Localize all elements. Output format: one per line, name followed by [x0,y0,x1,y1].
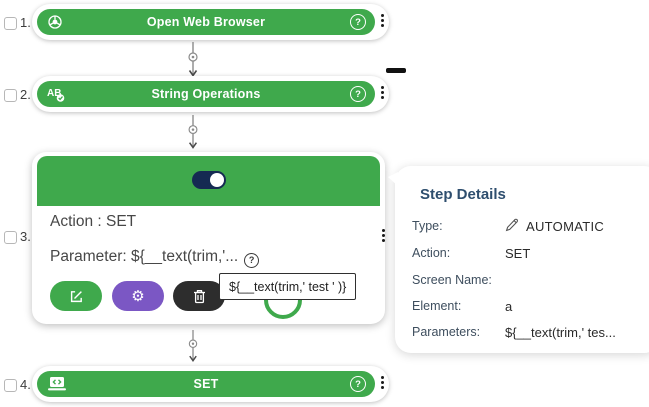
step4-pill[interactable]: SET ? [37,371,375,397]
step4-card[interactable]: SET ? [32,366,389,402]
step3-enabled-toggle[interactable] [191,171,226,189]
edit-button[interactable] [50,281,102,311]
detail-row-type: Type: AUTOMATIC [395,218,649,237]
laptop-code-icon [47,376,67,392]
step2-title: String Operations [151,87,261,101]
step2-card[interactable]: AB String Operations ? [32,76,389,112]
detail-row-action: Action: SET [412,246,531,261]
step1-number: 1. [20,15,31,30]
step3-parameter-text: Parameter: ${__text(trim,'...? [50,248,260,268]
pencil-icon[interactable] [505,218,519,237]
chrome-browser-icon [47,14,63,30]
step1-pill[interactable]: Open Web Browser ? [37,9,375,35]
step1-kebab-menu-icon[interactable] [379,14,385,27]
step4-title: SET [193,377,219,391]
step1-help-icon[interactable]: ? [350,14,366,30]
step4-kebab-menu-icon[interactable] [379,376,385,389]
step2-pill[interactable]: AB String Operations ? [37,81,375,107]
step1-title: Open Web Browser [146,15,266,29]
step2-number: 2. [20,87,31,102]
step3-checkbox[interactable] [4,231,17,244]
step3-header [37,156,380,206]
parameter-help-icon[interactable]: ? [244,252,260,268]
step2-help-icon[interactable]: ? [350,86,366,102]
step1-checkbox[interactable] [4,17,17,30]
step3-kebab-menu-icon[interactable] [380,229,386,242]
connector-arrow-2 [188,115,198,149]
detail-row-parameters: Parameters: ${__text(trim,' tes... [412,325,616,340]
step4-help-icon[interactable]: ? [350,376,366,392]
step1-card[interactable]: Open Web Browser ? [32,4,389,40]
connector-arrow-1 [188,42,198,77]
detail-row-element: Element: a [412,299,513,314]
step3-expanded-card: Action : SET Parameter: ${__text(trim,'.… [32,152,385,324]
detail-row-screen-name: Screen Name: [412,273,492,287]
step4-checkbox[interactable] [4,379,17,392]
svg-text:AB: AB [47,88,61,99]
step-details-title: Step Details [420,186,506,203]
collapse-minus-control[interactable] [386,68,406,73]
settings-button[interactable]: ⚙ [112,281,164,311]
connector-arrow-3 [188,330,198,362]
delete-button[interactable] [173,281,225,311]
panel-tail [388,172,398,186]
step3-action-text: Action : SET [50,213,137,230]
step-details-panel: Step Details Type: AUTOMATIC Action: SET… [388,166,649,353]
parameter-tooltip: ${__text(trim,' test ' )} [219,273,357,300]
step4-number: 4. [20,377,31,392]
step3-number: 3. [20,229,31,244]
step2-checkbox[interactable] [4,89,17,102]
gear-icon: ⚙ [131,286,145,305]
string-operations-icon: AB [47,86,66,102]
step2-kebab-menu-icon[interactable] [379,86,385,99]
